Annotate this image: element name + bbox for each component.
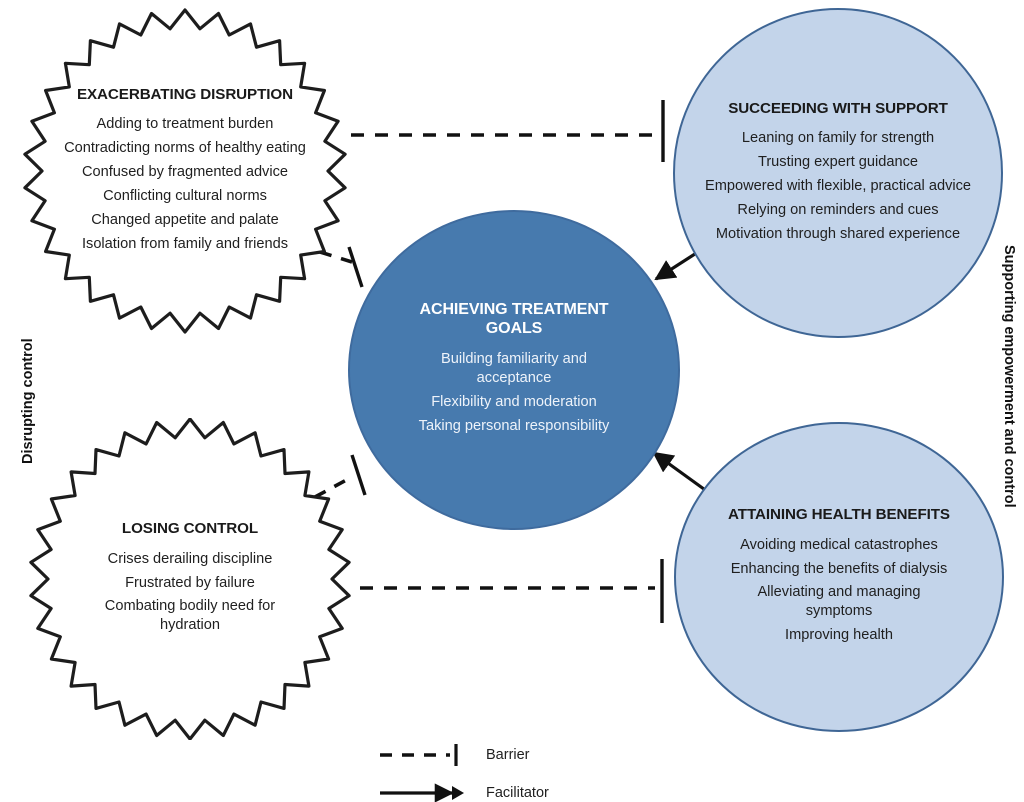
- list-item: Frustrated by failure: [125, 574, 255, 591]
- node-succeeding-with-support[interactable]: SUCCEEDING WITH SUPPORT Leaning on famil…: [673, 8, 1003, 338]
- barrier-icon: [378, 744, 470, 766]
- list-item: Isolation from family and friends: [81, 235, 288, 252]
- node-losing-content: LOSING CONTROL Crises derailing discipli…: [22, 418, 358, 740]
- list-item: Improving health: [785, 627, 893, 644]
- axis-label-disrupting-control: Disrupting control: [20, 338, 36, 464]
- node-title-attaining: ATTAINING HEALTH BENEFITS: [728, 506, 950, 524]
- list-item: Contradicting norms of healthy eating: [64, 140, 306, 157]
- list-item: Taking personal responsibility: [418, 418, 610, 435]
- list-item: Alleviating and managing symptoms: [757, 584, 921, 620]
- node-losing-control[interactable]: LOSING CONTROL Crises derailing discipli…: [22, 418, 358, 740]
- legend-label-barrier: Barrier: [486, 747, 530, 763]
- node-attaining-health-benefits[interactable]: ATTAINING HEALTH BENEFITS Avoiding medic…: [674, 422, 1004, 732]
- node-exacerbating-disruption[interactable]: EXACERBATING DISRUPTION Adding to treatm…: [20, 8, 350, 334]
- facilitator-arrow-icon: [378, 782, 470, 802]
- zigzag-outline-icon: [29, 418, 351, 740]
- connector-losing-to-attaining: [360, 559, 664, 623]
- legend: Barrier Facilitator: [378, 735, 638, 802]
- list-item: Crises derailing discipline: [107, 550, 273, 567]
- list-item: Enhancing the benefits of dialysis: [730, 560, 948, 577]
- list-item: Motivation through shared experience: [715, 225, 961, 242]
- list-item: Avoiding medical catastrophes: [740, 536, 938, 553]
- list-item: Flexibility and moderation: [431, 394, 597, 411]
- legend-item-facilitator: Facilitator: [378, 781, 549, 802]
- node-title-exacerbating: EXACERBATING DISRUPTION: [77, 85, 293, 103]
- legend-item-barrier: Barrier: [378, 743, 530, 767]
- list-item: Adding to treatment burden: [96, 116, 274, 133]
- zigzag-outline-icon: [23, 8, 347, 334]
- axis-label-supporting-empowerment: Supporting empowerment and control: [1001, 244, 1017, 508]
- list-item: Empowered with flexible, practical advic…: [704, 177, 972, 194]
- node-title-succeeding: SUCCEEDING WITH SUPPORT: [728, 99, 948, 117]
- list-item: Confused by fragmented advice: [81, 164, 289, 180]
- connector-exacerbating-to-succeeding: [351, 100, 665, 162]
- list-item: Trusting expert guidance: [757, 154, 919, 171]
- list-item: Conflicting cultural norms: [103, 187, 267, 204]
- legend-label-facilitator: Facilitator: [486, 785, 549, 801]
- list-item: Leaning on family for strength: [741, 130, 935, 147]
- connector-attaining-to-center: [652, 451, 709, 494]
- node-exacerbating-content: EXACERBATING DISRUPTION Adding to treatm…: [20, 8, 350, 334]
- list-item: Changed appetite and palate: [91, 211, 279, 228]
- list-item: Combating bodily need for hydration: [104, 598, 276, 634]
- node-title-losing: LOSING CONTROL: [121, 520, 259, 538]
- node-achieving-treatment-goals[interactable]: ACHIEVING TREATMENT GOALS Building famil…: [348, 210, 680, 530]
- list-item: Building familiarity and acceptance: [440, 351, 587, 387]
- node-title-center: ACHIEVING TREATMENT GOALS: [419, 301, 609, 338]
- list-item: Relying on reminders and cues: [737, 201, 939, 218]
